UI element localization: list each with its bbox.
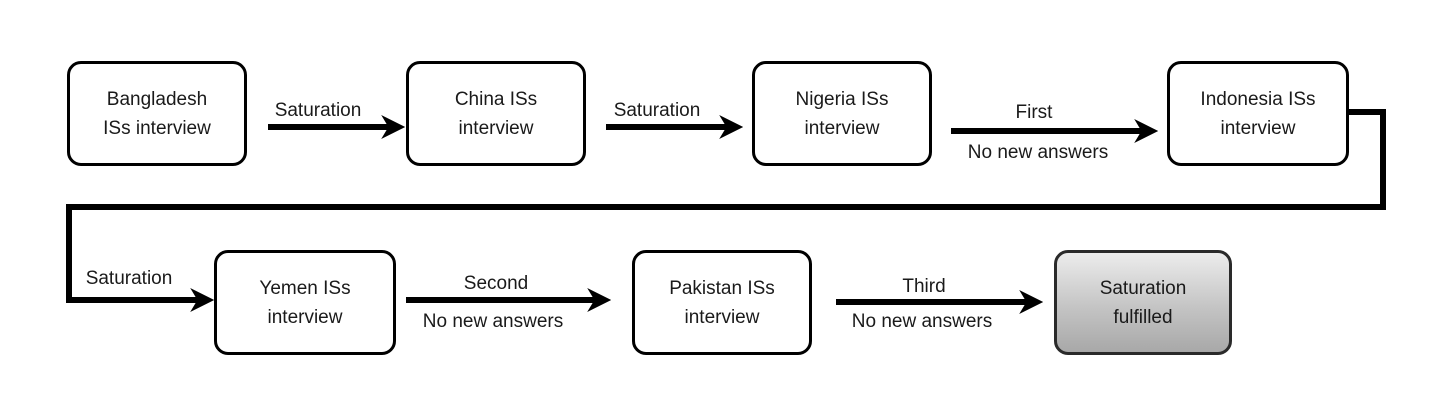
node-pakistan-interview: Pakistan ISs interview xyxy=(632,250,812,355)
edge-label-china-nigeria: Saturation xyxy=(613,100,701,121)
edge-label-nigeria-indonesia-below: No new answers xyxy=(967,142,1109,163)
node-bangladesh-interview: Bangladesh ISs interview xyxy=(67,61,247,166)
edge-label-pakistan-fulfilled-above: Third xyxy=(902,276,946,297)
edge-label-yemen-pakistan-below: No new answers xyxy=(422,311,564,332)
edge-label-indonesia-yemen: Saturation xyxy=(85,268,173,289)
edge-label-pakistan-fulfilled-below: No new answers xyxy=(851,311,993,332)
edge-label-yemen-pakistan-above: Second xyxy=(463,273,529,294)
node-nigeria-interview: Nigeria ISs interview xyxy=(752,61,932,166)
edge-label-bangladesh-china: Saturation xyxy=(274,100,362,121)
edge-label-nigeria-indonesia-above: First xyxy=(1015,102,1053,123)
node-indonesia-interview: Indonesia ISs interview xyxy=(1167,61,1349,166)
node-china-interview: China ISs interview xyxy=(406,61,586,166)
node-yemen-interview: Yemen ISs interview xyxy=(214,250,396,355)
connector-indonesia-yemen xyxy=(66,109,1386,312)
node-saturation-fulfilled: Saturation fulfilled xyxy=(1054,250,1232,355)
